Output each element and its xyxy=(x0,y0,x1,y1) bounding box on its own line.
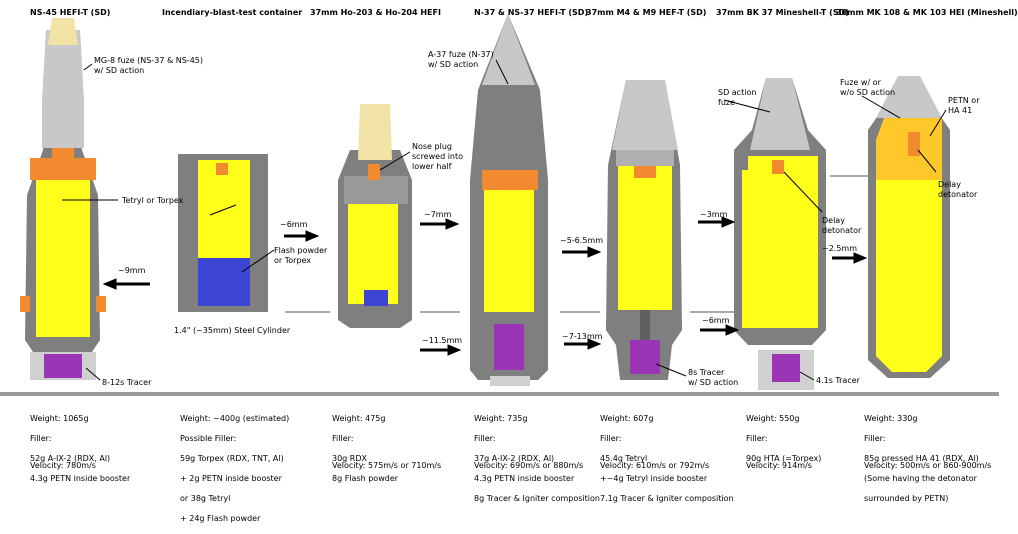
label-mk108-petn1: PETN or xyxy=(948,96,980,105)
title-m4: 37mm M4 & M9 HEF-T (SD) xyxy=(586,8,707,17)
label-mk108-delay1: Delay xyxy=(938,180,961,189)
label-container-flash1: Flash powder xyxy=(274,246,328,255)
spec-ho203: Weight: 475g Filler: 30g RDX 8g Flash po… xyxy=(332,404,398,494)
spec-line: 4.3g PETN inside booster xyxy=(474,474,575,483)
label-mk108-petn2: HA 41 xyxy=(948,106,973,115)
label-bk37-delay1: Delay xyxy=(822,216,845,225)
ground-line xyxy=(0,392,999,396)
spec-line: +~4g Tetryl inside booster xyxy=(600,474,708,483)
velocity-mk108: Velocity: 500m/s or 860-900m/s xyxy=(864,461,992,470)
label-bk37-tracer: 4.1s Tracer xyxy=(816,376,860,385)
label-mk108-delay2: detonator xyxy=(938,190,978,199)
title-mk108: 30mm MK 108 & MK 103 HEI (Mineshell) xyxy=(836,8,1018,17)
spec-line: Weight: 475g xyxy=(332,414,386,423)
label-n37-sd: w/ SD action xyxy=(428,60,479,69)
spec-line: Weight: 330g xyxy=(864,414,918,423)
spec-ns45: Weight: 1065g Filler: 52g A-IX-2 (RDX, A… xyxy=(30,404,130,494)
label-container-cylinder: 1.4" (~35mm) Steel Cylinder xyxy=(174,326,291,335)
label-container-gap: ~6mm xyxy=(280,220,308,229)
label-m4-tracer1: 8s Tracer xyxy=(688,368,725,377)
title-n37: N-37 & NS-37 HEFI-T (SD) xyxy=(474,8,589,17)
label-ho203-plug1: Nose plug xyxy=(412,142,452,151)
title-ho203: 37mm Ho-203 & Ho-204 HEFI xyxy=(310,8,441,17)
label-container-flash2: or Torpex xyxy=(274,256,312,265)
label-n37-fuze: A-37 fuze (N-37) xyxy=(428,50,494,59)
label-mk108-fuze2: w/o SD action xyxy=(840,88,896,97)
spec-line: 85g pressed HA 41 (RDX, Al) xyxy=(864,454,979,463)
spec-container: Weight: ~400g (estimated) Possible Fille… xyxy=(180,404,289,534)
spec-line: 37g A-IX-2 (RDX, Al) xyxy=(474,454,555,463)
title-container: Incendiary-blast-test container xyxy=(162,8,303,17)
velocity-n37: Velocity: 690m/s or 880m/s xyxy=(474,461,584,470)
spec-line: 45.4g Tetryl xyxy=(600,454,648,463)
spec-line: surrounded by PETN) xyxy=(864,494,949,503)
label-ho203-gap2: ~11.5mm xyxy=(422,336,463,345)
spec-line: 59g Torpex (RDX, TNT, Al) xyxy=(180,454,284,463)
spec-line: Weight: 1065g xyxy=(30,414,89,423)
spec-line: 90g HTA (=Torpex) xyxy=(746,454,822,463)
shell-n37 xyxy=(470,14,548,386)
spec-line: Filler: xyxy=(746,434,768,443)
spec-line: 30g RDX xyxy=(332,454,367,463)
spec-line: 8g Tracer & Igniter composition xyxy=(474,494,600,503)
label-bk37-delay2: detonator xyxy=(822,226,862,235)
velocity-m4: Velocity: 610m/s or 792m/s xyxy=(600,461,710,470)
spec-mk108: Weight: 330g Filler: 85g pressed HA 41 (… xyxy=(864,404,979,514)
velocity-bk37: Velocity: 914m/s xyxy=(746,461,812,470)
spec-line: Possible Filler: xyxy=(180,434,237,443)
label-m4-gap1: ~3mm xyxy=(700,210,728,219)
label-ns45-filler: Tetryl or Torpex xyxy=(122,196,184,205)
spec-line: Filler: xyxy=(864,434,886,443)
label-mk108-fuze1: Fuze w/ or xyxy=(840,78,881,87)
reference-lines xyxy=(285,175,868,313)
spec-line: + 2g PETN inside booster xyxy=(180,474,282,483)
spec-line: 7.1g Tracer & Igniter composition xyxy=(600,494,734,503)
label-ns45-gap: ~9mm xyxy=(118,266,146,275)
spec-line: 52g A-IX-2 (RDX, Al) xyxy=(30,454,111,463)
spec-line: 4.3g PETN inside booster xyxy=(30,474,131,483)
shell-mk108 xyxy=(868,76,950,378)
label-n37-gap1: ~5-6.5mm xyxy=(560,236,603,245)
shell-ho203 xyxy=(338,104,412,328)
label-bk37-gap: ~2.5mm xyxy=(822,244,858,253)
spec-bk37: Weight: 550g Filler: 90g HTA (=Torpex) xyxy=(746,404,821,474)
spec-line: + 24g Flash powder xyxy=(180,514,261,523)
spec-line: Weight: 735g xyxy=(474,414,528,423)
spec-n37: Weight: 735g Filler: 37g A-IX-2 (RDX, Al… xyxy=(474,404,600,514)
title-bk37: 37mm BK 37 Mineshell-T (SD) xyxy=(716,8,849,17)
shell-ns45 xyxy=(20,18,106,380)
spec-line: Weight: 607g xyxy=(600,414,654,423)
leader-lines xyxy=(62,59,947,381)
label-bk37-fuze2: fuze xyxy=(718,98,736,107)
velocity-ho203: Velocity: 575m/s or 710m/s xyxy=(332,461,442,470)
spec-line: Filler: xyxy=(30,434,52,443)
spec-line: (Some having the detonator xyxy=(864,474,977,483)
spec-line: Filler: xyxy=(600,434,622,443)
spec-line: Weight: ~400g (estimated) xyxy=(180,414,290,423)
label-ns45-sd: w/ SD action xyxy=(94,66,145,75)
label-ns45-fuze: MG-8 fuze (NS-37 & NS-45) xyxy=(94,56,203,65)
label-ho203-gap1: ~7mm xyxy=(424,210,452,219)
title-ns45: NS-45 HEFI-T (SD) xyxy=(30,8,111,17)
spec-line: Weight: 550g xyxy=(746,414,800,423)
label-ho203-plug3: lower half xyxy=(412,162,452,171)
label-n37-gap2: ~7-13mm xyxy=(562,332,603,341)
ammunition-diagram xyxy=(0,14,999,396)
label-ns45-tracer: 8-12s Tracer xyxy=(102,378,152,387)
shell-m4 xyxy=(606,80,682,380)
shell-bk37 xyxy=(734,78,826,390)
spec-m4: Weight: 607g Filler: 45.4g Tetryl +~4g T… xyxy=(600,404,734,514)
velocity-ns45: Velocity: 780m/s xyxy=(30,461,96,470)
label-m4-tracer2: w/ SD action xyxy=(688,378,739,387)
gap-arrows xyxy=(102,216,868,356)
label-ho203-plug2: screwed into xyxy=(412,152,464,161)
spec-line: or 38g Tetryl xyxy=(180,494,231,503)
spec-line: 8g Flash powder xyxy=(332,474,399,483)
spec-line: Filler: xyxy=(332,434,354,443)
label-m4-gap2: ~6mm xyxy=(702,316,730,325)
shell-container xyxy=(178,154,268,312)
label-bk37-fuze1: SD action xyxy=(718,88,757,97)
spec-line: Filler: xyxy=(474,434,496,443)
